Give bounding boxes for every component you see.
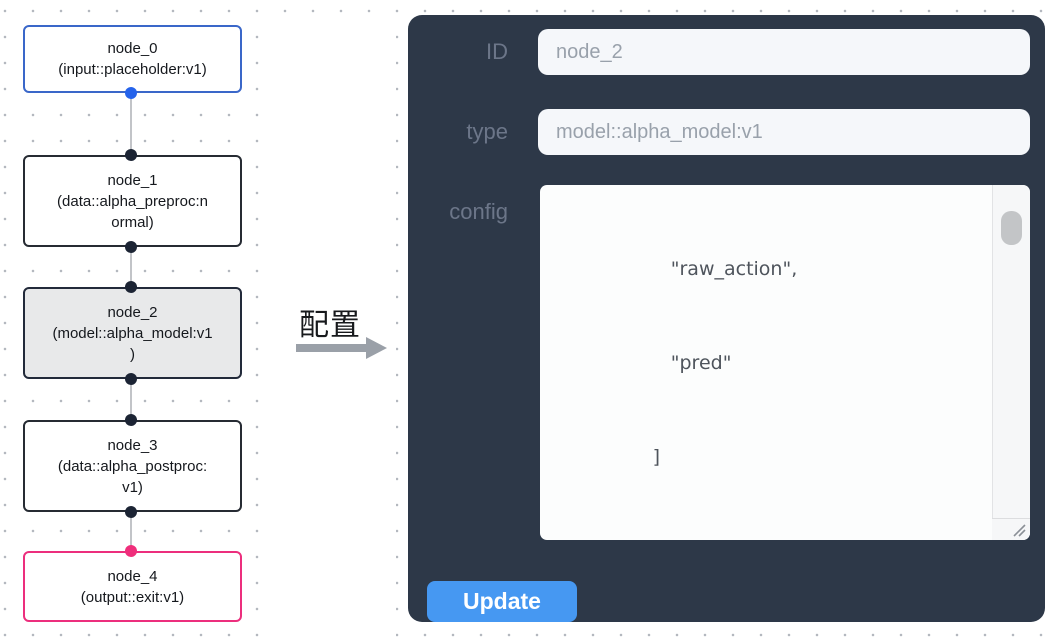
annotation-background <box>272 14 396 643</box>
port-node1-output[interactable] <box>125 241 137 253</box>
config-field-label: config <box>449 199 508 224</box>
node-title: node_2 <box>107 303 158 321</box>
node-title: node_0 <box>107 40 158 57</box>
node-subtitle: (model::alpha_model:v1 <box>52 324 213 342</box>
port-node2-input[interactable] <box>125 281 137 293</box>
node-title: node_3 <box>107 436 158 454</box>
graph-node-node_0[interactable]: node_0 (input::placeholder:v1) <box>23 25 242 93</box>
port-node2-output[interactable] <box>125 373 137 385</box>
edge-node2-node3 <box>130 379 132 421</box>
port-node3-output[interactable] <box>125 506 137 518</box>
config-panel: ID type config "raw_action", "pred" ] },… <box>408 15 1045 622</box>
type-field-label: type <box>466 119 508 144</box>
update-button[interactable]: Update <box>427 581 577 622</box>
config-textarea[interactable]: "raw_action", "pred" ] }, "trace": { "sc… <box>540 185 1030 540</box>
type-input[interactable] <box>538 109 1030 155</box>
node-subtitle: v1) <box>122 478 143 496</box>
arrow-right-icon <box>296 344 368 352</box>
node-subtitle: ormal) <box>111 213 154 231</box>
edge-node1-node2 <box>130 247 132 289</box>
config-annotation-label: 配置 <box>299 309 361 342</box>
id-input[interactable] <box>538 29 1030 75</box>
graph-node-node_3[interactable]: node_3 (data::alpha_postproc: v1) <box>23 420 242 512</box>
edge-node3-node4 <box>130 512 132 553</box>
graph-node-node_2[interactable]: node_2 (model::alpha_model:v1 ) <box>23 287 242 379</box>
node-subtitle: ) <box>130 345 135 363</box>
port-node0-output[interactable] <box>125 87 137 99</box>
id-field-label: ID <box>486 39 508 64</box>
node-subtitle: (data::alpha_postproc: <box>57 457 208 475</box>
config-json-content: "raw_action", "pred" ] }, "trace": { "sc… <box>556 257 798 469</box>
scrollbar-track[interactable] <box>992 185 1030 540</box>
node-subtitle: (input::placeholder:v1) <box>58 61 207 78</box>
node-title: node_4 <box>107 567 158 585</box>
node-subtitle: (output::exit:v1) <box>80 588 185 606</box>
scrollbar-thumb[interactable] <box>1001 211 1022 245</box>
graph-node-node_1[interactable]: node_1 (data::alpha_preproc:n ormal) <box>23 155 242 247</box>
port-node1-input[interactable] <box>125 149 137 161</box>
resize-handle-icon[interactable] <box>1008 521 1026 537</box>
port-node3-input[interactable] <box>125 414 137 426</box>
node-subtitle: (data::alpha_preproc:n <box>57 192 208 210</box>
arrow-right-icon <box>366 337 387 359</box>
edge-node0-node1 <box>130 93 132 157</box>
node-title: node_1 <box>107 171 158 189</box>
port-node4-input[interactable] <box>125 545 137 557</box>
graph-node-node_4[interactable]: node_4 (output::exit:v1) <box>23 551 242 622</box>
